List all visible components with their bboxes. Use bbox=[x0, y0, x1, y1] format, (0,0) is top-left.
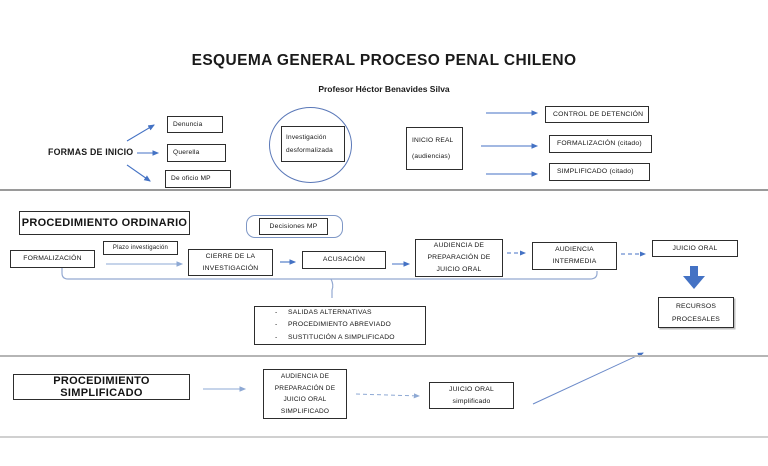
formas-de-inicio-label: FORMAS DE INICIO bbox=[48, 147, 134, 157]
formalizacion-citado-box: FORMALIZACIÓN (citado) bbox=[549, 135, 652, 153]
alternative-item: PROCEDIMIENTO ABREVIADO bbox=[273, 319, 391, 332]
procedimiento-ordinario-title-box: PROCEDIMIENTO ORDINARIO bbox=[19, 211, 190, 235]
arrow-to-denuncia bbox=[126, 124, 155, 142]
simplificado-citado-box: SIMPLIFICADO (citado) bbox=[549, 163, 650, 181]
down-arrow-icon bbox=[683, 266, 705, 289]
bracket-connector bbox=[61, 268, 598, 280]
salidas-alternativas-box: SALIDAS ALTERNATIVAS PROCEDIMIENTO ABREV… bbox=[254, 306, 426, 345]
de-oficio-mp-box: De oficio MP bbox=[165, 170, 231, 188]
querella-box: Querella bbox=[167, 144, 226, 162]
section-divider-top bbox=[0, 189, 768, 191]
arrow-to-oficio bbox=[126, 164, 151, 182]
cierre-investigacion-box: CIERRE DE LA INVESTIGACIÓN bbox=[188, 249, 273, 276]
acusacion-box: ACUSACIÓN bbox=[302, 251, 386, 269]
juicio-oral-simplificado-box: JUICIO ORAL simplificado bbox=[429, 382, 514, 409]
audiencia-intermedia-box: AUDIENCIA INTERMEDIA bbox=[532, 242, 617, 270]
page-subtitle: Profesor Héctor Benavides Silva bbox=[318, 84, 450, 94]
procedimiento-simplificado-title-box: PROCEDIMIENTO SIMPLIFICADO bbox=[13, 374, 190, 400]
control-detencion-box: CONTROL DE DETENCIÓN bbox=[545, 106, 649, 123]
alternative-item: SUSTITUCIÓN A SIMPLIFICADO bbox=[273, 332, 395, 345]
arrow-juicio-simplificado-recursos bbox=[532, 352, 644, 405]
alternative-item: SALIDAS ALTERNATIVAS bbox=[273, 307, 372, 320]
section-divider-middle bbox=[0, 355, 768, 357]
juicio-oral-box: JUICIO ORAL bbox=[652, 240, 738, 257]
denuncia-box: Denuncia bbox=[167, 116, 223, 133]
investigacion-circle bbox=[269, 107, 352, 183]
bracket-stub bbox=[330, 278, 334, 298]
inicio-real-box: INICIO REAL (audiencias) bbox=[406, 127, 463, 170]
section-divider-bottom bbox=[0, 436, 768, 438]
audiencia-preparacion-simplificado-box: AUDIENCIA DE PREPARACIÓN DE JUICIO ORAL … bbox=[263, 369, 347, 419]
recursos-procesales-box: RECURSOS PROCESALES bbox=[658, 297, 734, 328]
arrow-preparacion-juicio-simplificado bbox=[355, 393, 420, 399]
plazo-investigacion-box: Plazo investigación bbox=[103, 241, 178, 255]
audiencia-preparacion-box: AUDIENCIA DE PREPARACIÓN DE JUICIO ORAL bbox=[415, 239, 503, 277]
investigacion-desformalizada-box: Investigación desformalizada bbox=[281, 126, 345, 162]
decisiones-mp-box: Decisiones MP bbox=[259, 218, 328, 235]
page-title: ESQUEMA GENERAL PROCESO PENAL CHILENO bbox=[191, 52, 577, 69]
formalizacion-box: FORMALIZACIÓN bbox=[10, 250, 95, 268]
